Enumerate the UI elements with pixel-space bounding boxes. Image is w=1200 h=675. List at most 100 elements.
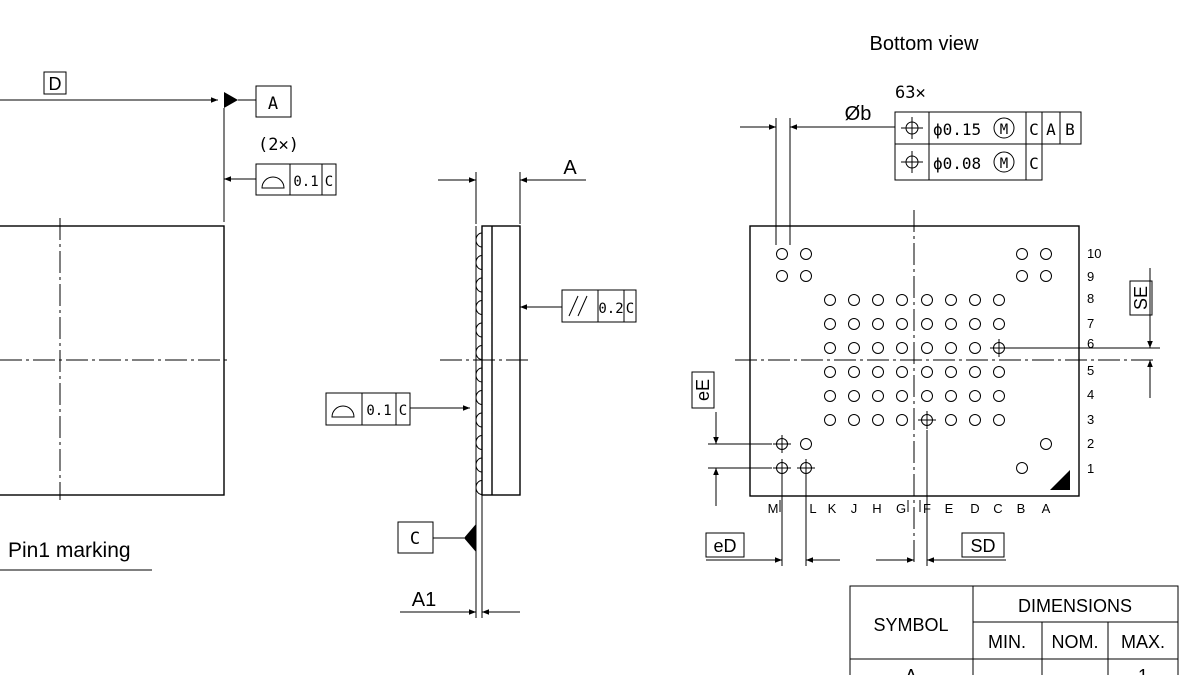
row-label: 2 — [1087, 436, 1094, 451]
solder-ball — [872, 414, 884, 426]
column-label: L — [809, 501, 816, 516]
solder-ball — [1016, 462, 1028, 474]
parallelism-ref: C — [626, 301, 634, 317]
column-label: B — [1017, 501, 1026, 516]
row-label: 10 — [1087, 246, 1101, 261]
pos-tol-2-mod: M — [1000, 156, 1008, 172]
column-label: D — [970, 501, 979, 516]
solder-ball — [896, 414, 908, 426]
table-nom-header: NOM. — [1052, 632, 1099, 652]
position-tolerance-frames: ϕ0.15 M C A B ϕ0.08 M C — [894, 111, 1082, 181]
pos-tol-2-value: ϕ0.08 — [933, 154, 981, 173]
datum-triangle-a — [224, 92, 238, 108]
column-label: C — [993, 501, 1002, 516]
solder-ball — [800, 438, 812, 450]
pos-tol-1-ref-a: A — [1046, 120, 1056, 139]
bottom-view: Bottom view 63✕ Øb ϕ0.15 — [691, 33, 1160, 566]
side-solder-ball — [475, 435, 483, 450]
parallelism-icon — [568, 295, 588, 317]
column-label: K — [828, 501, 837, 516]
solder-ball — [848, 342, 860, 354]
dim-a1-label: A1 — [412, 589, 436, 611]
side-solder-ball — [475, 390, 483, 405]
solder-ball — [993, 294, 1005, 306]
side-solder-ball — [475, 457, 483, 473]
row-label: 8 — [1087, 291, 1094, 306]
solder-ball — [848, 318, 860, 330]
qty-63x-label: 63✕ — [895, 83, 926, 103]
solder-ball — [824, 318, 836, 330]
side-solder-ball — [475, 345, 483, 360]
flatness-frame-side — [325, 392, 411, 426]
flatness-side-ref: C — [399, 403, 407, 419]
pos-tol-1-mod: M — [1000, 122, 1008, 138]
solder-ball — [993, 390, 1005, 402]
row-label: 3 — [1087, 412, 1094, 427]
column-label: E — [945, 501, 954, 516]
solder-ball — [824, 294, 836, 306]
solder-ball — [1040, 438, 1052, 450]
solder-ball — [872, 390, 884, 402]
mmc-icon — [993, 151, 1015, 173]
datum-c-label: C — [410, 529, 420, 549]
datum-d-box — [43, 71, 67, 95]
column-labels: M L K J H G F E D C B A — [768, 500, 1051, 516]
ball-grid — [773, 248, 1052, 477]
solder-ball — [896, 390, 908, 402]
datum-a-label: A — [268, 94, 278, 114]
solder-ball — [945, 366, 957, 378]
side-solder-ball — [475, 412, 483, 428]
solder-ball — [969, 366, 981, 378]
solder-ball — [921, 390, 933, 402]
flatness-top-ref: C — [325, 174, 333, 190]
dim-sd-box — [961, 532, 1005, 558]
side-solder-ball — [475, 300, 483, 315]
row-label: 6 — [1087, 336, 1094, 351]
side-solder-ball — [475, 367, 483, 383]
solder-ball — [921, 342, 933, 354]
table-row1-max: 1 — [1138, 666, 1148, 675]
row-labels: 10 9 8 7 6 5 4 3 2 1 — [1087, 246, 1101, 476]
dim-ed-box — [705, 532, 745, 558]
solder-ball — [1040, 270, 1052, 282]
solder-ball — [921, 366, 933, 378]
solder-ball — [993, 366, 1005, 378]
solder-ball — [872, 342, 884, 354]
solder-ball — [1016, 270, 1028, 282]
row-label: 5 — [1087, 363, 1094, 378]
solder-ball — [969, 342, 981, 354]
solder-ball — [921, 294, 933, 306]
row-label: 4 — [1087, 387, 1094, 402]
row-label: 7 — [1087, 316, 1094, 331]
mmc-icon — [993, 117, 1015, 139]
solder-ball — [824, 366, 836, 378]
dim-a-label: A — [563, 157, 577, 179]
top-view: D A (2✕) 0.1 C Pin1 marking — [0, 71, 337, 571]
solder-ball — [896, 366, 908, 378]
solder-ball — [945, 414, 957, 426]
solder-ball — [945, 294, 957, 306]
solder-ball — [872, 294, 884, 306]
pin1-marking-label: Pin1 marking — [8, 539, 131, 562]
side-view-balls — [475, 232, 483, 495]
table-symbol-header: SYMBOL — [873, 615, 948, 635]
datum-triangle-c — [464, 524, 476, 552]
dim-ee-label: eE — [693, 379, 713, 401]
dim-sd-label: SD — [970, 536, 995, 556]
side-solder-ball — [475, 322, 483, 338]
side-view: A 0.2 C 0.1 C C A — [325, 157, 637, 618]
solder-ball — [1016, 248, 1028, 260]
solder-ball — [800, 270, 812, 282]
solder-ball — [776, 270, 788, 282]
solder-ball — [848, 294, 860, 306]
dim-ee-box — [691, 371, 715, 409]
side-solder-ball — [475, 255, 483, 270]
table-dimensions-header: DIMENSIONS — [1018, 596, 1132, 616]
bottom-view-title: Bottom view — [870, 33, 979, 55]
dim-ed-label: eD — [713, 536, 736, 556]
table-max-header: MAX. — [1121, 632, 1165, 652]
parallelism-value: 0.2 — [598, 301, 623, 317]
table-row1-symbol: A — [905, 666, 917, 675]
profile-surface-icon-side — [331, 405, 355, 418]
